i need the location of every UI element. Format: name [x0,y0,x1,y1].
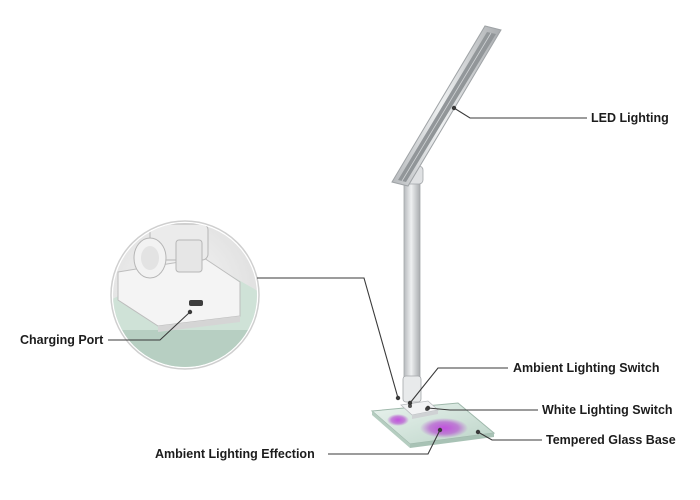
label-led-lighting: LED Lighting [591,111,669,125]
leader-led-lighting [453,107,587,119]
label-tempered-glass-base: Tempered Glass Base [546,433,676,447]
leader-charging-port [108,311,191,341]
leader-glass-base [477,431,542,441]
led-panel [391,25,502,187]
leader-zoom-connector [257,277,399,399]
ambient-glow [387,414,468,438]
ambient-switch-button[interactable] [408,404,412,408]
leader-white-switch [427,407,538,411]
charging-port-slot [189,300,203,306]
leader-ambient-switch [409,367,508,404]
desk-lamp [370,25,502,448]
label-ambient-lighting-effection: Ambient Lighting Effection [155,447,315,461]
label-white-lighting-switch: White Lighting Switch [542,403,673,417]
callout-labels: LED Lighting Charging Port Ambient Light… [20,111,676,461]
lamp-stand [400,165,424,403]
charging-port-zoom-inset [110,220,260,370]
label-charging-port: Charging Port [20,333,104,347]
label-ambient-lighting-switch: Ambient Lighting Switch [513,361,660,375]
leader-lines [108,105,587,455]
leader-ambient-effection [328,429,441,455]
